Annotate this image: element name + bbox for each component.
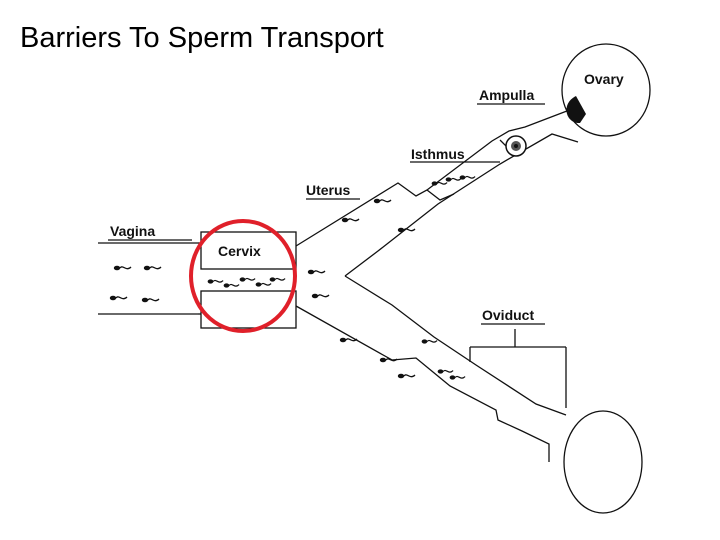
uterus-label: Uterus (306, 182, 351, 198)
vagina-label: Vagina (110, 223, 155, 239)
sperm-cells (109, 174, 476, 381)
ovary-lower (563, 410, 643, 514)
oviduct-label: Oviduct (482, 307, 534, 323)
label-leaders (108, 103, 545, 325)
cervix-highlight-circle (189, 219, 297, 333)
vagina-canal (98, 242, 198, 315)
oocyte-icon (505, 135, 527, 157)
ampulla-label: Ampulla (479, 87, 534, 103)
isthmus-label: Isthmus (411, 146, 465, 162)
ovary-upper (561, 43, 651, 137)
oviduct-bracket (469, 329, 567, 408)
uterus-outline (295, 105, 581, 462)
slide-title: Barriers To Sperm Transport (20, 22, 384, 54)
cervix-label: Cervix (218, 243, 261, 259)
ovary-label: Ovary (584, 71, 624, 87)
